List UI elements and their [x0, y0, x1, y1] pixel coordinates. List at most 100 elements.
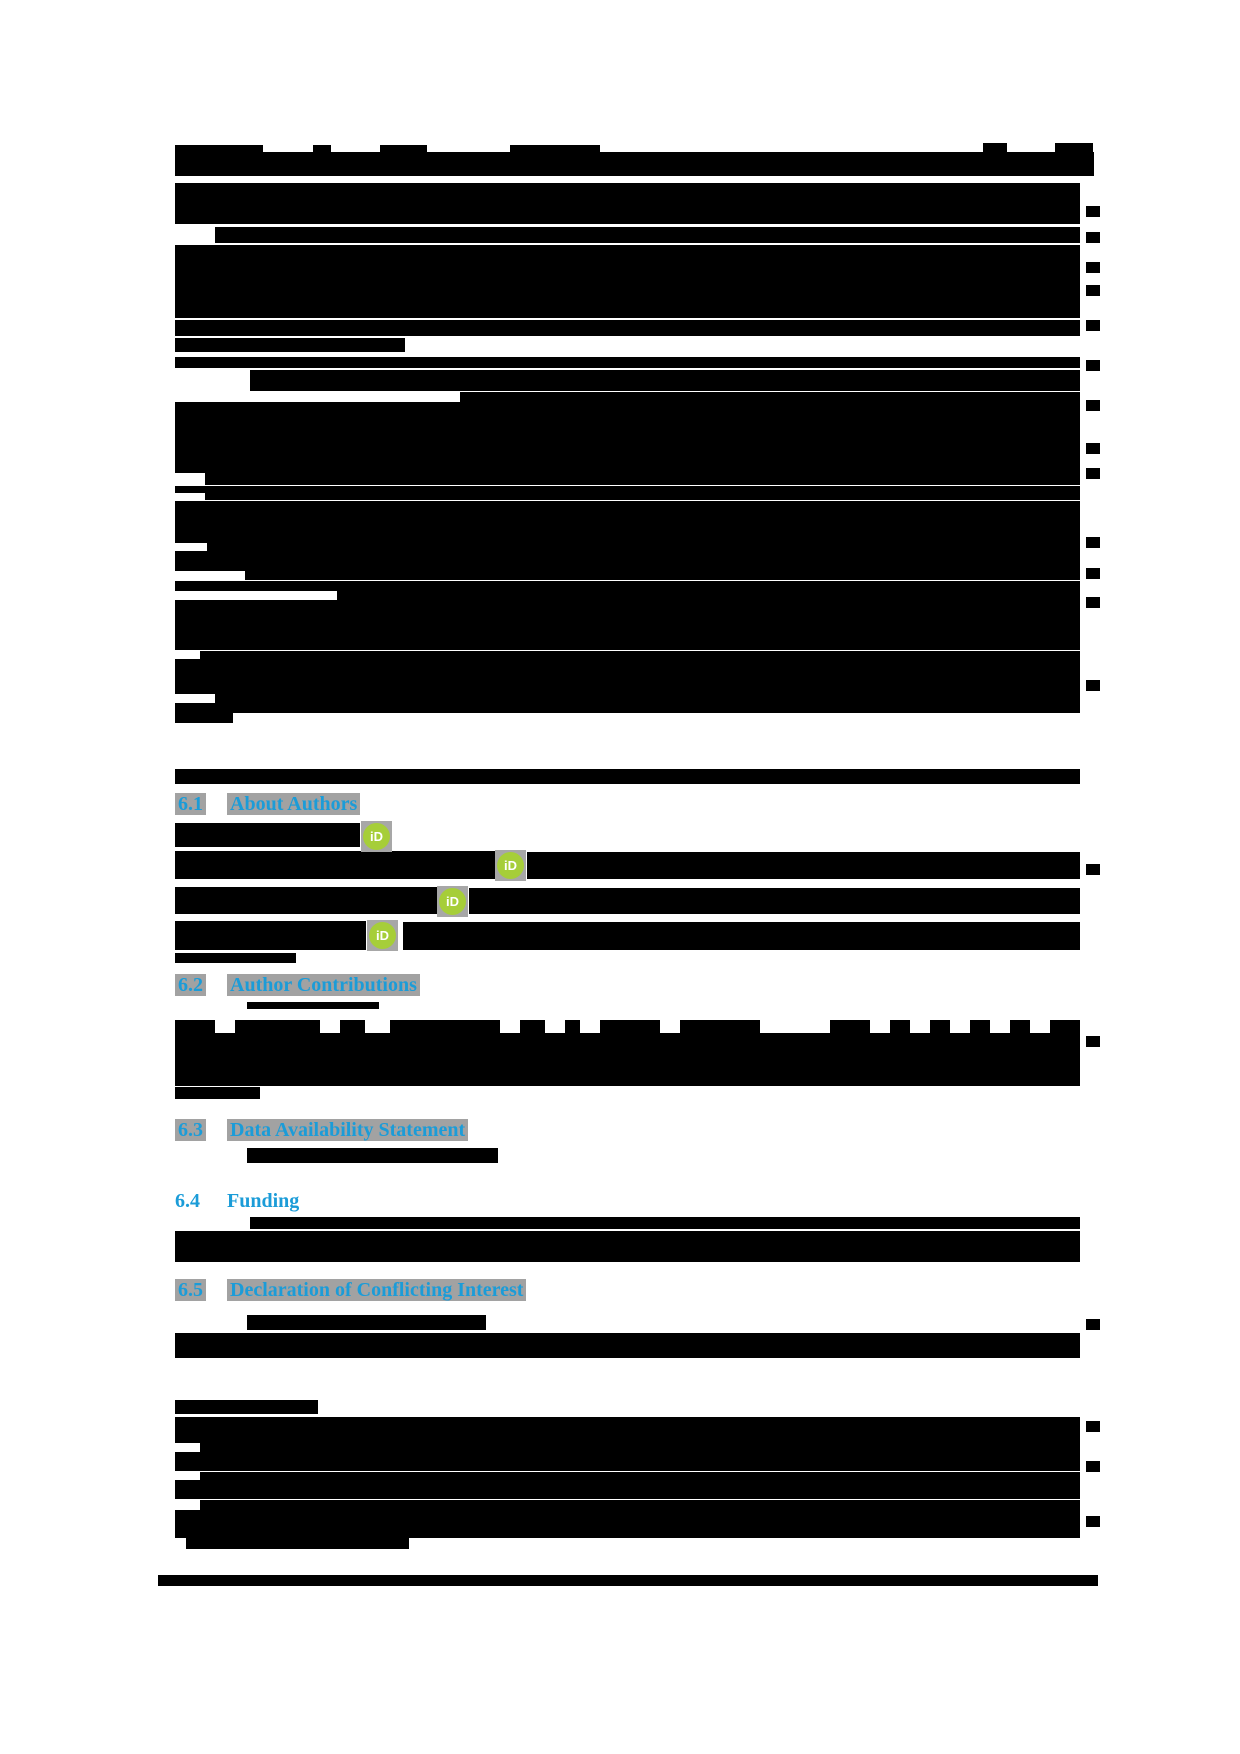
margin-line-mark — [1086, 680, 1100, 691]
redacted-text-bar — [403, 922, 1080, 950]
redacted-text-bar — [175, 887, 437, 914]
redacted-text-bar — [200, 1500, 1080, 1510]
redacted-text-bar — [175, 1400, 318, 1414]
orcid-logo: iD — [363, 823, 390, 850]
redacted-text-bar — [175, 769, 1080, 784]
redacted-text-bar — [207, 543, 1080, 551]
redacted-text-bar — [186, 1538, 409, 1549]
redacted-text-bar — [175, 1480, 1080, 1499]
redacted-text-bar — [380, 145, 427, 153]
redacted-text-bar — [175, 357, 1080, 368]
redacted-text-bar — [175, 600, 1080, 650]
redacted-text-bar — [205, 473, 1080, 485]
redacted-word-segment — [565, 1020, 580, 1033]
margin-line-mark — [1086, 597, 1100, 608]
orcid-logo: iD — [439, 888, 466, 915]
section-title: Declaration of Conflicting Interest — [227, 1279, 527, 1301]
redacted-text-bar — [175, 402, 1080, 473]
redacted-text-bar — [175, 152, 1094, 176]
orcid-logo: iD — [497, 852, 524, 879]
redacted-text-bar — [175, 581, 1080, 591]
redacted-text-bar — [250, 1217, 1080, 1229]
redacted-text-bar — [247, 1315, 486, 1330]
redacted-text-bar — [175, 703, 1080, 713]
redacted-text-bar — [247, 1148, 498, 1163]
margin-line-mark — [1086, 232, 1100, 243]
redacted-text-bar — [250, 370, 1080, 391]
redacted-text-bar — [175, 183, 1080, 224]
redacted-word-segment — [390, 1020, 500, 1033]
margin-line-mark — [1086, 1516, 1100, 1527]
redacted-word-segment — [930, 1020, 950, 1033]
redacted-text-bar — [175, 953, 296, 963]
redacted-text-bar — [175, 1452, 1080, 1471]
redacted-text-bar — [175, 145, 263, 153]
redacted-text-bar — [460, 392, 1080, 402]
redacted-text-bar — [175, 338, 405, 352]
redacted-text-bar — [175, 713, 233, 723]
orcid-id-icon-author-1[interactable]: iD — [361, 821, 392, 852]
section-number: 6.3 — [175, 1119, 206, 1141]
redacted-text-bar — [175, 1510, 1080, 1538]
redacted-text-bar — [175, 551, 1080, 571]
redacted-text-bar — [215, 694, 1080, 703]
margin-line-mark — [1086, 443, 1100, 454]
redacted-word-segment — [235, 1020, 320, 1033]
footer-rule — [158, 1575, 1098, 1586]
redacted-text-bar — [175, 486, 1080, 493]
margin-line-mark — [1086, 537, 1100, 548]
redacted-text-bar — [175, 501, 1080, 543]
redacted-text-bar — [215, 227, 1080, 243]
margin-line-mark — [1086, 568, 1100, 579]
margin-line-mark — [1086, 206, 1100, 217]
orcid-id-icon-author-4[interactable]: iD — [367, 920, 398, 951]
margin-line-mark — [1086, 360, 1100, 371]
redacted-text-bar — [200, 1472, 1080, 1480]
margin-line-mark — [1086, 468, 1100, 479]
redacted-text-bar — [175, 1417, 1080, 1443]
redacted-text-bar — [200, 1443, 1080, 1452]
margin-line-mark — [1086, 1036, 1100, 1047]
redacted-text-bar — [175, 320, 1080, 336]
redacted-text-bar — [175, 921, 366, 950]
section-title: Data Availability Statement — [227, 1119, 469, 1141]
redacted-text-bar — [175, 1231, 1080, 1262]
redacted-text-bar — [245, 571, 1080, 580]
redacted-word-segment — [175, 1020, 215, 1033]
redacted-text-bar — [205, 493, 1080, 500]
redacted-word-segment — [600, 1020, 660, 1033]
orcid-id-icon-author-3[interactable]: iD — [437, 886, 468, 917]
redacted-text-bar — [175, 851, 495, 879]
section-title: Author Contributions — [227, 974, 420, 996]
redacted-word-segment — [340, 1020, 365, 1033]
redacted-text-bar — [337, 591, 1080, 600]
margin-line-mark — [1086, 320, 1100, 331]
redacted-text-bar — [247, 1002, 379, 1009]
redacted-text-bar — [175, 1333, 1080, 1358]
redacted-word-segment — [890, 1020, 910, 1033]
redacted-text-bar — [1055, 143, 1093, 152]
section-number: 6.5 — [175, 1279, 206, 1301]
orcid-logo: iD — [369, 922, 396, 949]
margin-line-mark — [1086, 864, 1100, 875]
section-number: 6.1 — [175, 793, 206, 815]
redacted-text-bar — [175, 245, 1080, 318]
section-title: Funding — [227, 1190, 300, 1212]
redacted-text-bar — [983, 143, 1007, 152]
redacted-text-bar — [175, 823, 360, 847]
orcid-id-icon-author-2[interactable]: iD — [495, 850, 526, 881]
margin-line-mark — [1086, 285, 1100, 296]
redacted-text-bar — [175, 1087, 260, 1099]
redacted-word-segment — [830, 1020, 870, 1033]
redacted-word-segment — [1010, 1020, 1030, 1033]
redacted-text-bar — [313, 145, 331, 153]
redacted-text-bar — [510, 145, 600, 153]
redacted-text-bar — [175, 659, 1080, 694]
redacted-word-segment — [1050, 1020, 1080, 1033]
margin-line-mark — [1086, 400, 1100, 411]
redacted-word-segment — [970, 1020, 990, 1033]
margin-line-mark — [1086, 1461, 1100, 1472]
redacted-text-bar — [469, 888, 1080, 914]
redacted-word-segment — [680, 1020, 760, 1033]
